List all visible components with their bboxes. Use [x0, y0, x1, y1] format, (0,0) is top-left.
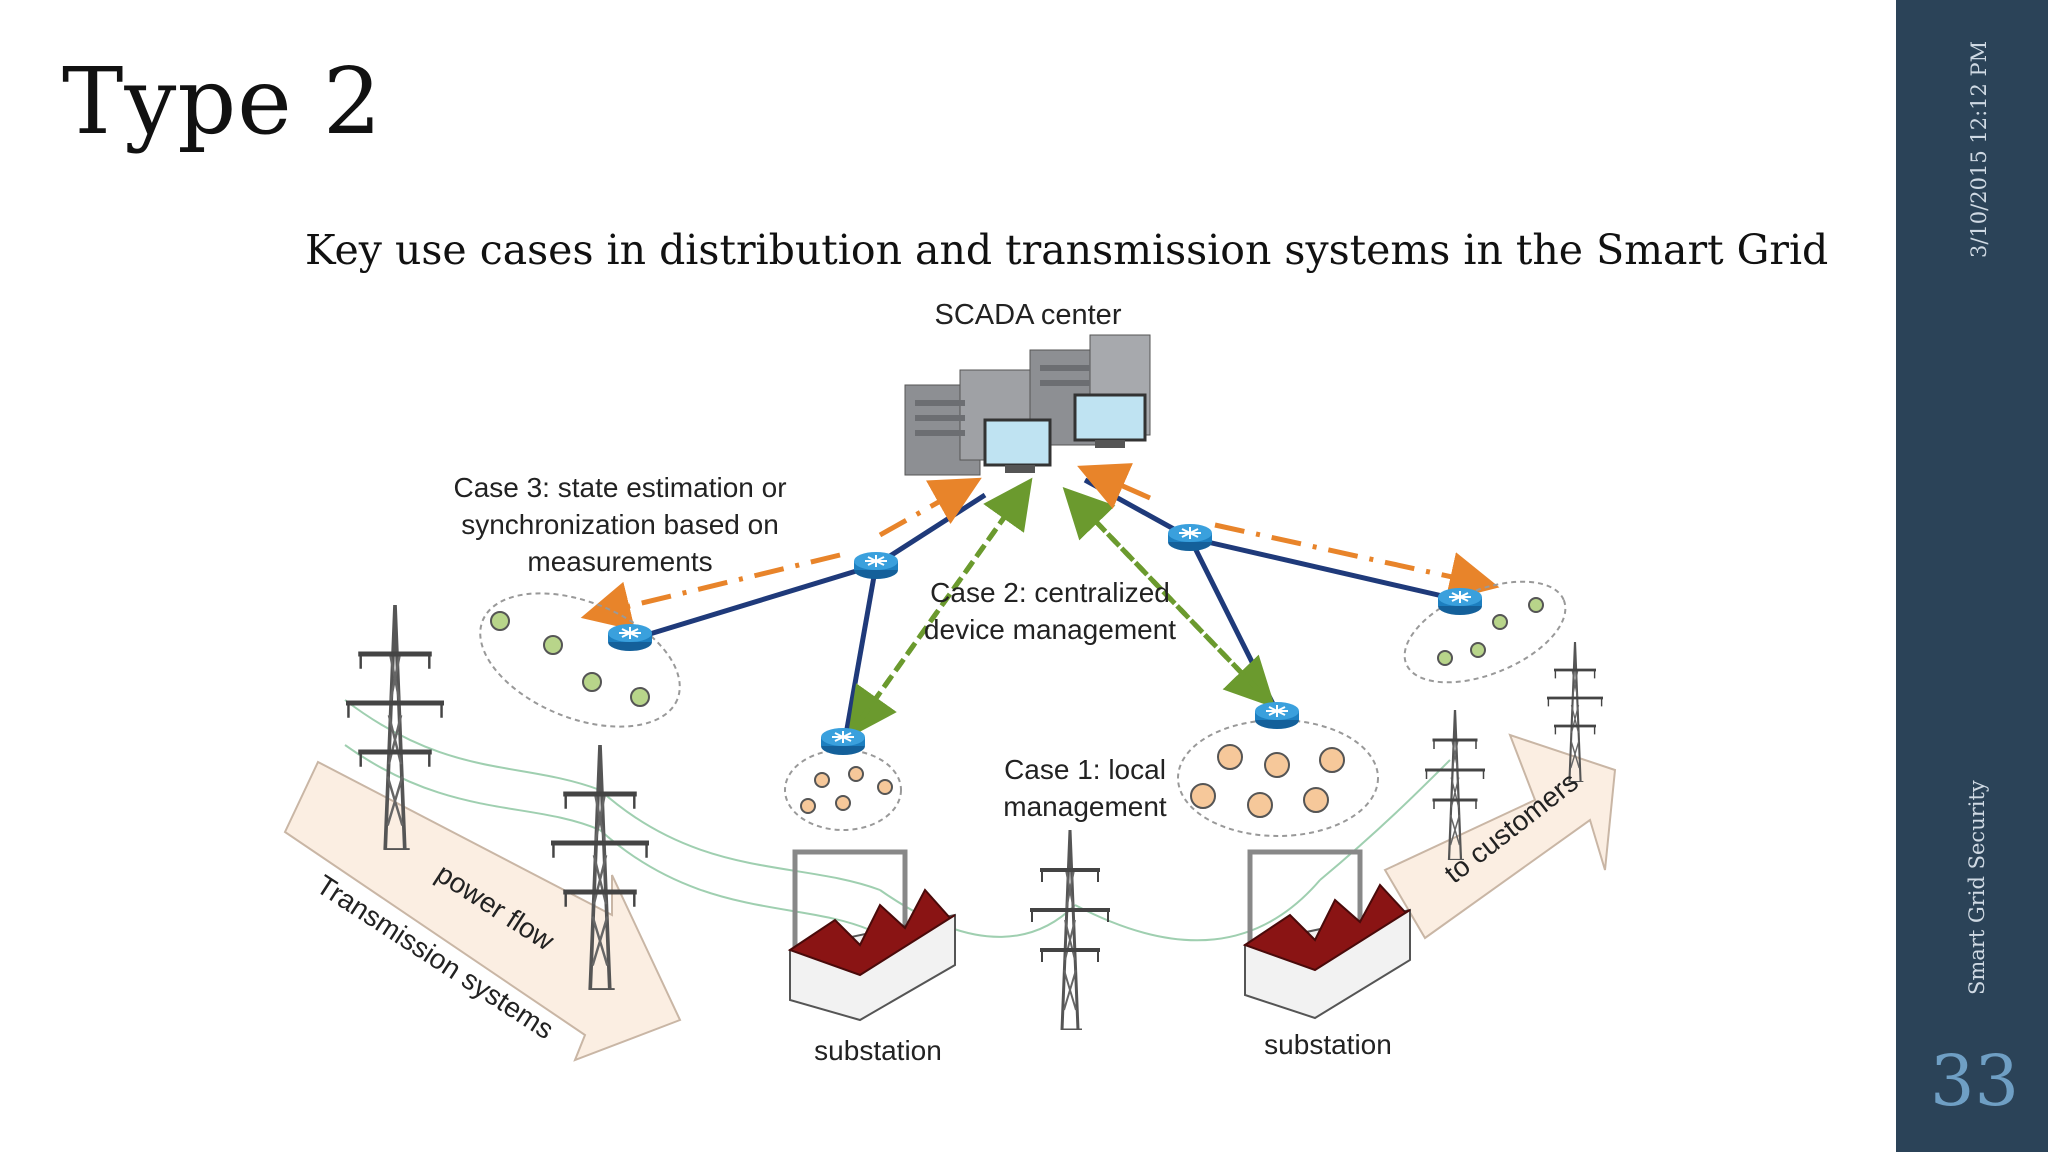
power-flow-arrow [283, 760, 682, 1062]
power-lines [344, 699, 1451, 942]
substation-right-label: substation [1264, 1029, 1392, 1060]
pylon-icon [1030, 830, 1110, 1030]
smart-grid-diagram: SCADA center [283, 299, 1617, 1066]
cluster-case2-small [784, 749, 902, 831]
cluster-case3-left [479, 592, 681, 728]
case3-label-line1: Case 3: state estimation or [453, 472, 786, 503]
case3-arrows [580, 463, 1500, 631]
case2-arrows [847, 477, 1276, 739]
cluster-case1 [1177, 719, 1379, 837]
cluster-right [1403, 580, 1567, 684]
case2-label-line2: device management [924, 614, 1176, 645]
right-sidebar [1896, 0, 2048, 1152]
substation-right-icon [1242, 849, 1411, 1020]
case2-label-line1: Case 2: centralized [930, 577, 1170, 608]
scada-label: SCADA center [935, 299, 1122, 331]
slide-title: Type 2 [62, 48, 383, 155]
case3-label-line3: measurements [527, 546, 712, 577]
date-text: 3/10/2015 12:12 PM [1967, 40, 1991, 258]
footer-text: Smart Grid Security [1965, 780, 1989, 995]
scada-servers [904, 334, 1151, 476]
case3-label-line2: synchronization based on [461, 509, 779, 540]
substation-left-icon [787, 849, 956, 1022]
substation-left-label: substation [814, 1035, 942, 1066]
page-number: 33 [1930, 1040, 2020, 1122]
case1-label-line1: Case 1: local [1004, 754, 1166, 785]
case1-label-line2: management [1003, 791, 1167, 822]
to-customers-arrow [1383, 733, 1617, 940]
slide-subtitle: Key use cases in distribution and transm… [305, 226, 1829, 274]
